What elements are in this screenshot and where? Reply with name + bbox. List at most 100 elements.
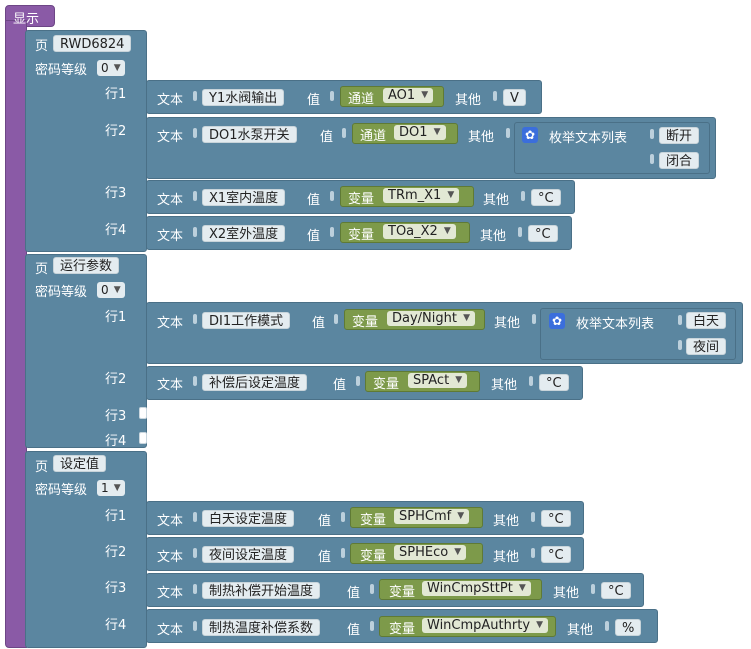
chevron-down-icon: ▼ bbox=[463, 313, 470, 323]
password-level-label: 密码等级 bbox=[35, 483, 88, 498]
input-connector bbox=[506, 128, 510, 138]
enum-item-field[interactable]: 断开 bbox=[659, 127, 700, 144]
input-connector bbox=[342, 128, 346, 138]
input-connector bbox=[330, 91, 334, 101]
unit-field[interactable]: °C bbox=[528, 225, 558, 242]
page-name-field[interactable]: 设定值 bbox=[53, 455, 107, 472]
chevron-down-icon: ▼ bbox=[457, 511, 465, 521]
password-level-label: 密码等级 bbox=[35, 63, 88, 78]
enum-item-field[interactable]: 白天 bbox=[686, 312, 727, 329]
chevron-down-icon: ▼ bbox=[421, 90, 429, 100]
input-connector bbox=[531, 512, 535, 522]
variable-dropdown[interactable]: TOa_X2▼ bbox=[383, 224, 456, 239]
other-label: 其他 bbox=[468, 130, 495, 145]
empty-row-slot[interactable] bbox=[139, 432, 147, 444]
input-connector bbox=[518, 227, 522, 237]
input-connector bbox=[193, 512, 197, 522]
row-text-field[interactable]: 补偿后设定温度 bbox=[202, 374, 308, 391]
row-label-4: 行4 bbox=[105, 434, 127, 449]
other-label: 其他 bbox=[567, 623, 594, 638]
unit-field[interactable]: °C bbox=[531, 189, 561, 206]
value-label: 值 bbox=[347, 586, 361, 601]
text-label: 文本 bbox=[157, 229, 184, 244]
password-level-dropdown[interactable]: 0▼ bbox=[97, 60, 125, 76]
password-level-dropdown[interactable]: 0▼ bbox=[97, 282, 125, 298]
variable-dropdown[interactable]: Day/Night▼ bbox=[387, 311, 475, 326]
variable-dropdown[interactable]: WinCmpSttPt▼ bbox=[422, 581, 531, 596]
password-level-dropdown[interactable]: 1▼ bbox=[97, 480, 125, 496]
row-label-2: 行2 bbox=[105, 124, 127, 139]
row-text-field[interactable]: X1室内温度 bbox=[202, 189, 286, 206]
row-text-field[interactable]: 制热补偿开始温度 bbox=[202, 582, 321, 599]
chevron-down-icon: ▼ bbox=[113, 63, 121, 73]
chevron-down-icon: ▼ bbox=[113, 285, 121, 295]
row-label-4: 行4 bbox=[105, 618, 127, 633]
value-label: 值 bbox=[307, 93, 321, 108]
row-label-2: 行2 bbox=[105, 545, 127, 560]
page-name-field[interactable]: RWD6824 bbox=[53, 35, 132, 52]
input-connector bbox=[605, 621, 609, 631]
gear-icon[interactable]: ✿ bbox=[549, 313, 565, 329]
unit-field[interactable]: °C bbox=[539, 374, 569, 391]
gear-icon[interactable]: ✿ bbox=[522, 127, 538, 143]
empty-row-slot[interactable] bbox=[139, 407, 147, 419]
input-connector bbox=[493, 91, 497, 101]
page-label: 页 bbox=[35, 460, 49, 475]
other-label: 其他 bbox=[480, 229, 507, 244]
value-label: 值 bbox=[307, 193, 321, 208]
text-label: 文本 bbox=[157, 550, 184, 565]
value-label: 值 bbox=[312, 316, 326, 331]
variable-label: 变量 bbox=[360, 549, 387, 564]
input-connector bbox=[193, 376, 197, 386]
variable-dropdown[interactable]: SPHCmf▼ bbox=[394, 509, 470, 524]
channel-dropdown[interactable]: DO1▼ bbox=[394, 125, 446, 140]
enum-item-field[interactable]: 闭合 bbox=[659, 152, 700, 169]
chevron-down-icon: ▼ bbox=[443, 226, 451, 236]
page-block-setpoints[interactable] bbox=[25, 451, 147, 648]
text-label: 文本 bbox=[157, 378, 184, 393]
variable-dropdown[interactable]: WinCmpAuthrty▼ bbox=[422, 618, 549, 633]
page-name-field[interactable]: 运行参数 bbox=[53, 257, 120, 274]
row-text-field[interactable]: 白天设定温度 bbox=[202, 510, 295, 527]
row-text-field[interactable]: 夜间设定温度 bbox=[202, 546, 295, 563]
channel-dropdown[interactable]: AO1▼ bbox=[383, 88, 434, 103]
other-label: 其他 bbox=[455, 93, 482, 108]
other-label: 其他 bbox=[493, 514, 520, 529]
input-connector bbox=[356, 376, 360, 386]
input-connector bbox=[193, 621, 197, 631]
text-label: 文本 bbox=[157, 514, 184, 529]
chevron-down-icon: ▼ bbox=[447, 190, 455, 200]
enum-item-field[interactable]: 夜间 bbox=[686, 338, 727, 355]
input-connector bbox=[330, 191, 334, 201]
input-connector bbox=[193, 191, 197, 201]
value-label: 值 bbox=[307, 229, 321, 244]
row-text-field[interactable]: DO1水泵开关 bbox=[202, 126, 297, 143]
unit-field[interactable]: °C bbox=[541, 546, 571, 563]
chevron-down-icon: ▼ bbox=[518, 583, 526, 593]
variable-dropdown[interactable]: SPAct▼ bbox=[408, 373, 468, 388]
unit-field[interactable]: V bbox=[503, 89, 526, 106]
row-text-field[interactable]: X2室外温度 bbox=[202, 225, 286, 242]
page-block-rwd6824[interactable] bbox=[25, 30, 147, 252]
unit-field[interactable]: % bbox=[615, 619, 642, 636]
enum-text-list-label: 枚举文本列表 bbox=[549, 131, 628, 146]
other-label: 其他 bbox=[494, 316, 521, 331]
row-block[interactable] bbox=[146, 216, 572, 250]
row-text-field[interactable]: Y1水阀输出 bbox=[202, 89, 285, 106]
variable-label: 变量 bbox=[389, 622, 416, 637]
input-connector bbox=[370, 621, 374, 631]
input-connector bbox=[529, 376, 533, 386]
row-text-field[interactable]: 制热温度补偿系数 bbox=[202, 619, 321, 636]
display-root-spine bbox=[5, 20, 27, 648]
unit-field[interactable]: °C bbox=[541, 510, 571, 527]
input-connector bbox=[341, 548, 345, 558]
row-label-3: 行3 bbox=[105, 581, 127, 596]
chevron-down-icon: ▼ bbox=[536, 620, 544, 630]
variable-dropdown[interactable]: SPHEco▼ bbox=[394, 545, 467, 560]
row-text-field[interactable]: DI1工作模式 bbox=[202, 312, 291, 329]
unit-field[interactable]: °C bbox=[601, 582, 631, 599]
page-block-run-params[interactable] bbox=[25, 254, 147, 448]
text-label: 文本 bbox=[157, 623, 184, 638]
display-root-label: 显示 bbox=[13, 12, 40, 27]
variable-dropdown[interactable]: TRm_X1▼ bbox=[383, 188, 460, 203]
